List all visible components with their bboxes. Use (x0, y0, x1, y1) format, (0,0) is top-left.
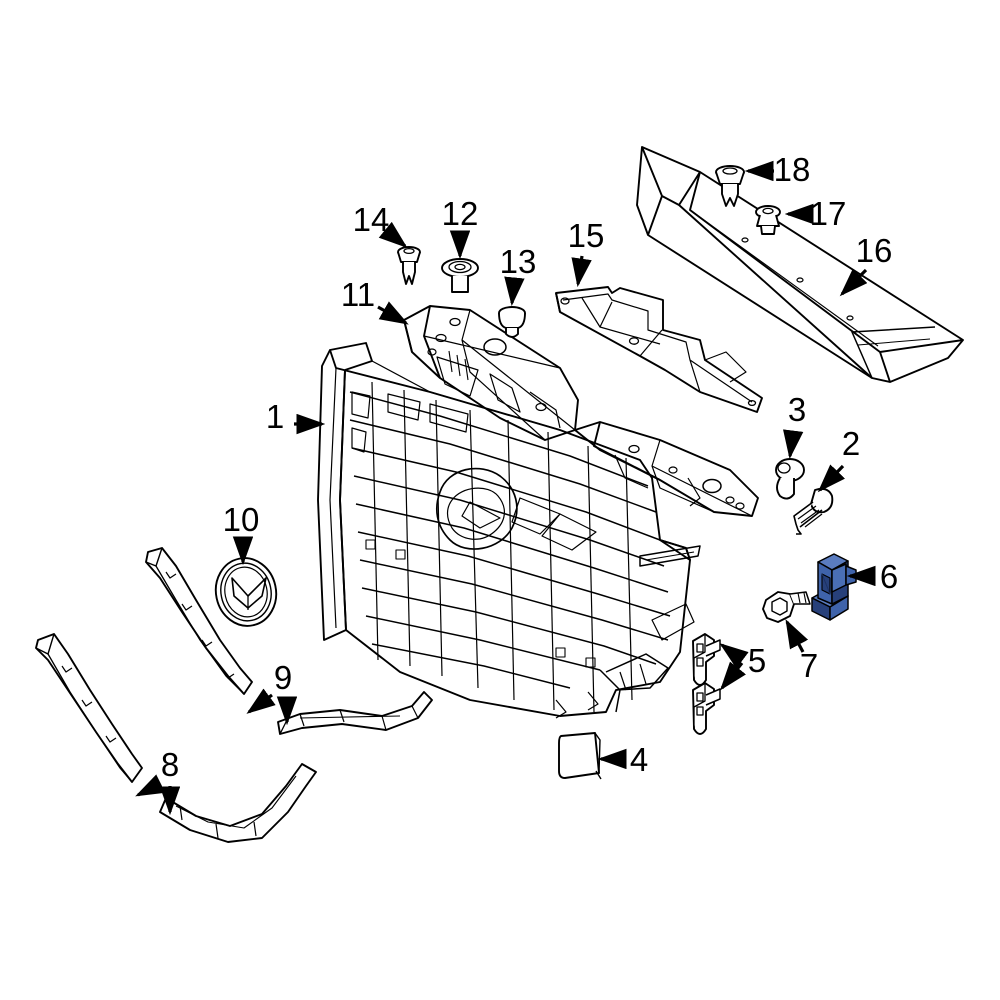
part-9-grille-molding[interactable] (145, 547, 433, 735)
callout-13[interactable]: 13 (500, 243, 537, 307)
callout-2-arrow (817, 464, 846, 493)
part-11-air-deflector-upper[interactable] (403, 305, 759, 517)
part-18-clip-rivet-upper[interactable] (715, 165, 745, 207)
callout-5-arrow-upper (719, 643, 749, 669)
callout-17-label: 17 (810, 195, 847, 232)
callout-14-label: 14 (353, 201, 390, 238)
callout-2-label: 2 (842, 425, 860, 462)
callout-6-label: 6 (880, 558, 898, 595)
callout-3-arrow (783, 429, 804, 460)
callout-13-arrow (504, 276, 525, 307)
callout-1-label: 1 (266, 398, 284, 435)
callout-12[interactable]: 12 (442, 195, 479, 260)
callout-9-label: 9 (274, 659, 292, 696)
callout-10-label: 10 (223, 501, 260, 538)
callout-5-arrow-lower (720, 661, 746, 691)
callout-3[interactable]: 3 (783, 391, 806, 460)
callout-16-arrow (839, 268, 868, 297)
callout-7-arrow (785, 619, 809, 653)
callout-14-arrow (378, 221, 408, 249)
callout-5[interactable]: 5 (719, 642, 766, 691)
callout-11[interactable]: 11 (341, 276, 409, 325)
callout-11-label: 11 (341, 276, 375, 313)
callout-18-label: 18 (774, 151, 811, 188)
callout-8-arrow-left (135, 774, 166, 797)
callout-17[interactable]: 17 (784, 195, 847, 232)
part-15-side-deflector-panel[interactable] (555, 286, 763, 413)
callout-12-label: 12 (442, 195, 479, 232)
callout-14[interactable]: 14 (353, 201, 408, 249)
callout-18[interactable]: 18 (744, 151, 811, 188)
part-16-upper-air-deflector[interactable] (636, 146, 964, 383)
part-1-grille-assembly[interactable] (317, 342, 701, 719)
callout-15[interactable]: 15 (568, 217, 605, 288)
callout-4-label: 4 (630, 741, 648, 778)
callout-1[interactable]: 1 (266, 398, 326, 435)
callout-7[interactable]: 7 (785, 619, 818, 684)
callout-6[interactable]: 6 (846, 558, 898, 595)
callout-8-label: 8 (161, 746, 179, 783)
part-14-clip-rivet[interactable] (397, 246, 421, 285)
callout-4[interactable]: 4 (597, 741, 648, 778)
callout-15-arrow (571, 255, 592, 288)
callout-9-arrow-left (246, 688, 276, 714)
part-7-flange-bolt[interactable] (762, 591, 811, 623)
part-17-grommet-washer[interactable] (755, 205, 781, 235)
part-13-push-rivet[interactable] (498, 306, 526, 338)
part-12-grommet-nut[interactable] (441, 258, 479, 293)
callout-13-label: 13 (500, 243, 537, 280)
callout-10[interactable]: 10 (223, 501, 260, 566)
callout-15-label: 15 (568, 217, 605, 254)
callout-11-arrow (377, 301, 409, 325)
callout-5-label: 5 (748, 642, 766, 679)
callout-8[interactable]: 8 (135, 746, 181, 816)
part-3-push-pin-rivet[interactable] (775, 458, 805, 500)
callout-7-label: 7 (800, 647, 818, 684)
callout-16-label: 16 (856, 232, 893, 269)
callout-3-label: 3 (788, 391, 806, 428)
callout-16[interactable]: 16 (839, 232, 893, 297)
callout-2[interactable]: 2 (817, 425, 860, 493)
callout-9[interactable]: 9 (246, 659, 298, 726)
part-5-grille-retainer-clip[interactable] (692, 633, 721, 735)
